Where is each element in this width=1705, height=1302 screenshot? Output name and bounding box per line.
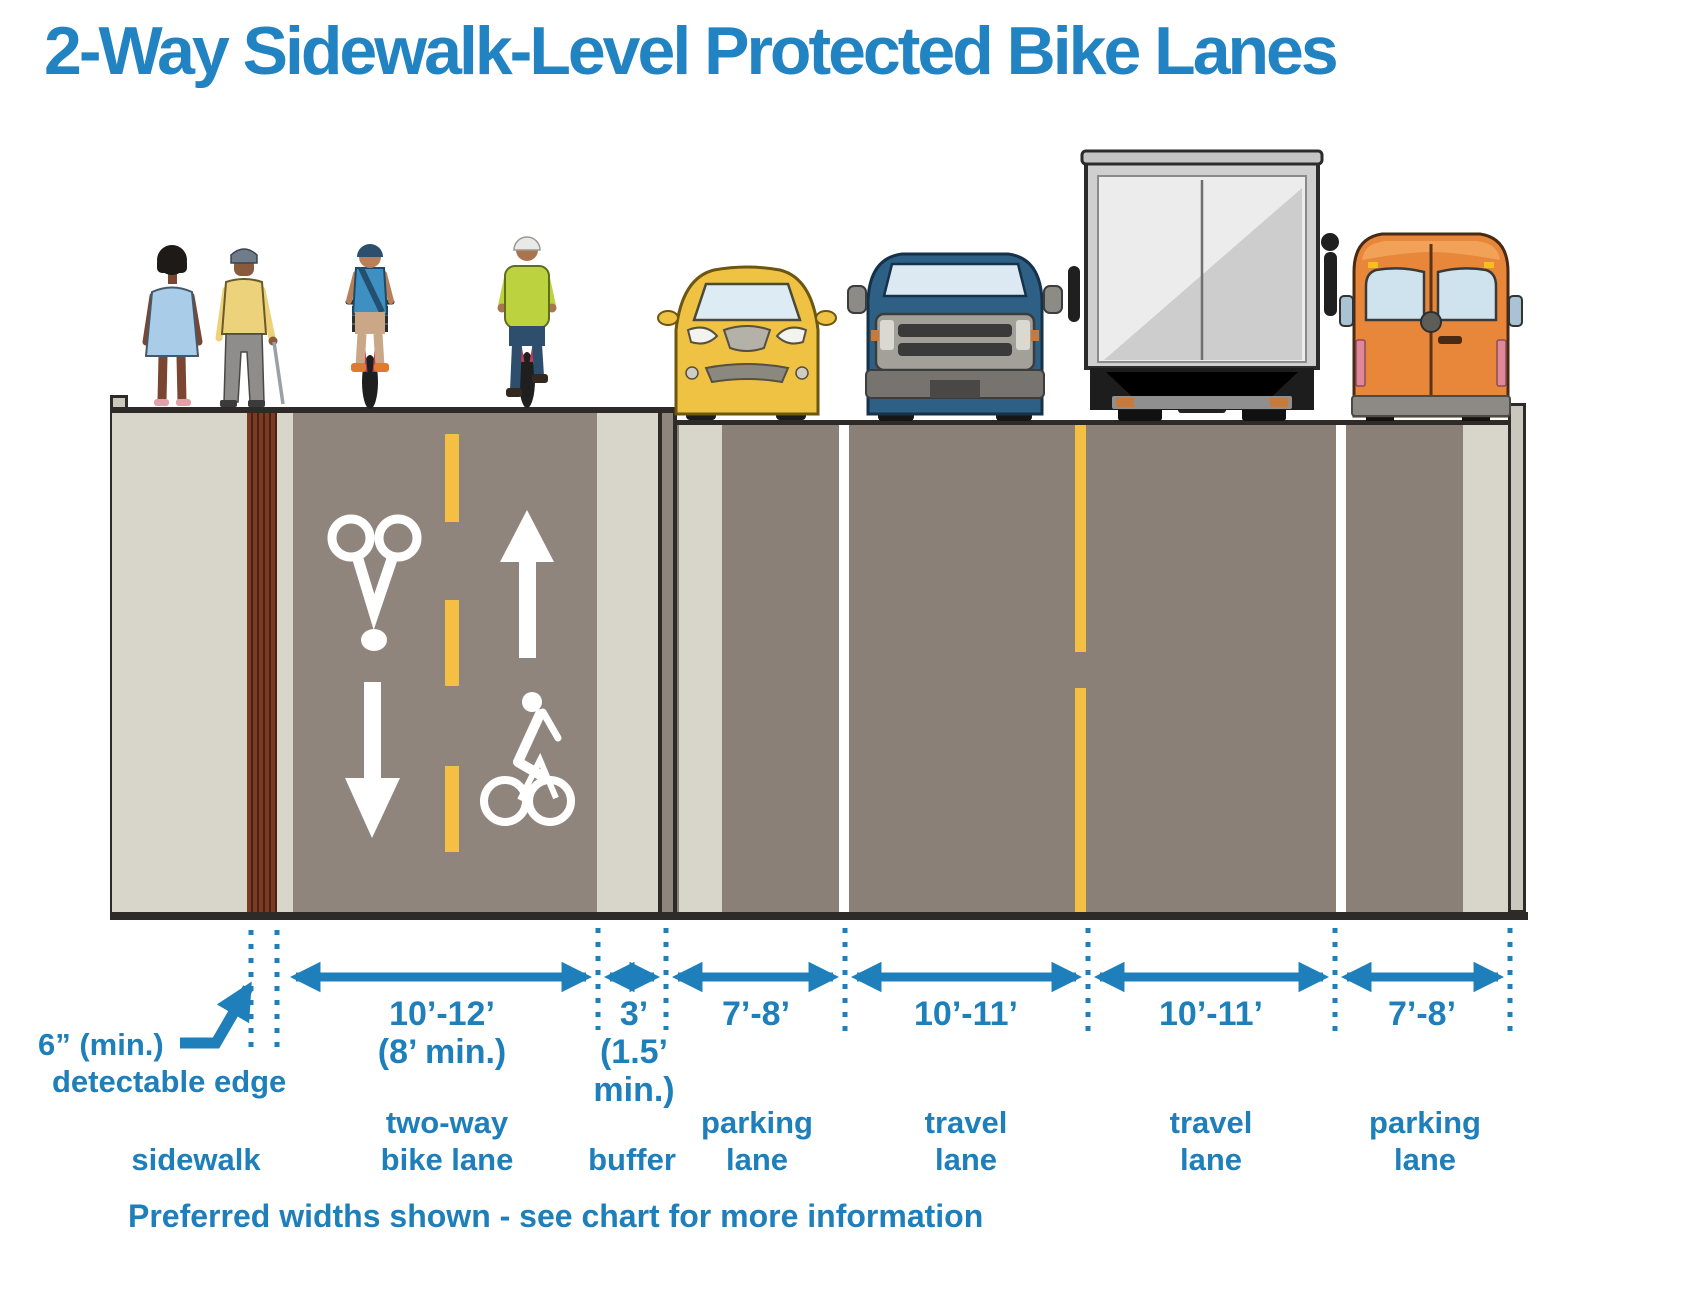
- pedestrian-man-with-cane: [215, 248, 285, 407]
- car-yellow-front: [657, 265, 837, 420]
- dim-bike-lane: 10’-12’ (8’ min.): [377, 995, 507, 1071]
- right-curb-edge: [1508, 403, 1526, 913]
- dim-travel-right: 10’-11’: [1159, 995, 1263, 1033]
- pickup-truck-blue-front: [847, 252, 1063, 421]
- gutter-left: [679, 425, 722, 913]
- label-parking-right: parking lane: [1369, 1105, 1481, 1177]
- gutter-right: [1463, 425, 1508, 913]
- buffer-surface: [597, 413, 658, 913]
- dim-travel-left: 10’-11’: [914, 995, 1018, 1033]
- dim-parking-right: 7’-8’: [1387, 995, 1457, 1033]
- label-sidewalk: sidewalk: [131, 1142, 261, 1177]
- dim-parking-left: 7’-8’: [721, 995, 791, 1033]
- label-travel-left: travel lane: [924, 1105, 1008, 1177]
- section-bottom-edge: [110, 912, 1528, 920]
- page-title: 2-Way Sidewalk-Level Protected Bike Lane…: [44, 13, 1339, 89]
- box-truck-rear: [1068, 149, 1339, 421]
- van-orange-rear: [1339, 232, 1523, 421]
- lane-line-white-left: [839, 425, 849, 913]
- bike-lane-surface: [293, 413, 597, 913]
- footer-note: Preferred widths shown - see chart for m…: [128, 1198, 984, 1234]
- curb-face: [658, 413, 677, 913]
- label-bike-lane: two-way bike lane: [380, 1105, 514, 1177]
- dim-buffer: 3’ (1.5’ min.): [593, 995, 675, 1109]
- pedestrian-woman: [142, 245, 203, 406]
- detectable-edge-strip: [247, 413, 277, 913]
- bicyclist-front-view: [345, 244, 395, 409]
- center-line-yellow-upper: [1075, 425, 1086, 652]
- roadway-surface: [677, 420, 1510, 913]
- lane-line-white-right: [1336, 425, 1346, 913]
- label-parking-left: parking lane: [701, 1105, 813, 1177]
- label-buffer: buffer: [588, 1142, 676, 1177]
- label-travel-right: travel lane: [1169, 1105, 1253, 1177]
- detectable-edge-callout: 6” (min.) detectable edge: [38, 1027, 287, 1099]
- bicyclist-rear-view: [497, 236, 557, 408]
- center-line-yellow-lower: [1075, 688, 1086, 913]
